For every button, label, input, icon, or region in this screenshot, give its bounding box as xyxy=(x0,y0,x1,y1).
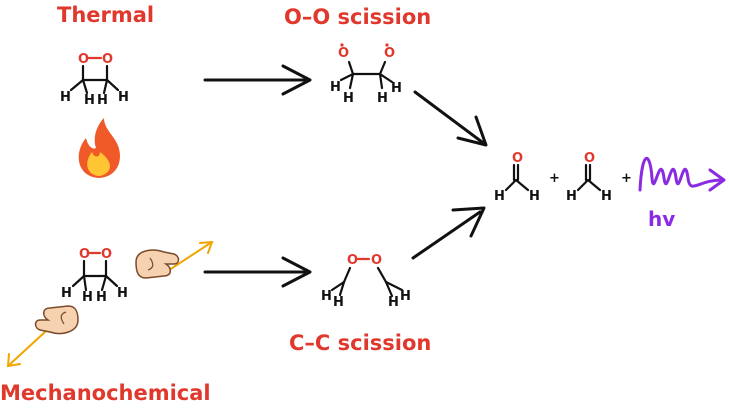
atom-h: H xyxy=(400,289,411,304)
plus-sign: + xyxy=(621,171,632,186)
radical-dot xyxy=(385,43,389,47)
flame-icon xyxy=(78,118,121,178)
atom-o: O xyxy=(338,46,349,61)
bond xyxy=(376,266,388,284)
bond xyxy=(378,60,387,76)
atom-o: O xyxy=(584,151,595,166)
atom-o: O xyxy=(371,253,382,268)
bond-c-h xyxy=(105,78,120,92)
photon-wave-icon xyxy=(638,156,726,192)
hv-label: hv xyxy=(648,207,675,231)
bond-c-h xyxy=(348,72,355,90)
atom-h: H xyxy=(330,80,341,95)
bond-c-h xyxy=(100,274,108,292)
bond-c-h xyxy=(104,274,119,288)
formaldehyde-2: O H H xyxy=(566,151,612,204)
atom-h: H xyxy=(566,189,577,204)
atom-o: O xyxy=(347,253,358,268)
atom-o: O xyxy=(101,247,112,262)
atom-h: H xyxy=(118,90,129,105)
dioxetane-thermal: O O H H H H xyxy=(60,52,129,108)
atom-o: O xyxy=(102,52,113,67)
bond-c-h xyxy=(338,280,346,297)
atom-h: H xyxy=(601,189,612,204)
bond-c-h xyxy=(586,178,602,192)
bond-c-h xyxy=(71,274,86,288)
plus-sign: + xyxy=(549,171,560,186)
cc-scission-label: C–C scission xyxy=(289,331,431,355)
atom-o: O xyxy=(78,52,89,67)
atom-h: H xyxy=(333,295,344,310)
atom-h: H xyxy=(388,295,399,310)
dioxetane-mechano: O O H H H H xyxy=(61,247,128,305)
thermal-label: Thermal xyxy=(57,3,154,27)
bond-c-h xyxy=(378,72,384,90)
bond-c-h xyxy=(504,178,518,192)
atom-h: H xyxy=(117,286,128,301)
formaldehyde-1: O H H xyxy=(494,151,540,204)
bond xyxy=(347,60,355,76)
atom-h: H xyxy=(494,189,505,204)
pulling-hand-icon xyxy=(135,249,180,279)
bond-c-h xyxy=(339,72,355,82)
atom-h: H xyxy=(321,289,332,304)
bond xyxy=(342,266,352,284)
atom-o: O xyxy=(79,247,90,262)
atom-o: O xyxy=(384,46,395,61)
arrow-to-diradical xyxy=(203,64,312,96)
bond-c-h xyxy=(330,280,346,292)
atom-h: H xyxy=(61,286,72,301)
oo-scission-label: O–O scission xyxy=(284,5,431,29)
atom-h: H xyxy=(377,91,388,106)
bond-c-h xyxy=(384,280,404,292)
bond-c-h xyxy=(576,178,590,192)
bond-c-h xyxy=(102,78,109,95)
atom-o: O xyxy=(512,151,523,166)
mechanochemical-label: Mechanochemical xyxy=(0,381,211,405)
bond-c-h xyxy=(514,178,530,192)
atom-h: H xyxy=(82,290,93,305)
bond-c-h xyxy=(378,72,394,84)
arrow-to-carbonyls xyxy=(203,256,312,288)
bond-c-h xyxy=(384,280,394,298)
atom-h: H xyxy=(529,189,540,204)
bond-c-h xyxy=(82,274,88,292)
arrow-carbonyls-to-products xyxy=(411,206,486,260)
atom-h: H xyxy=(84,93,95,108)
atom-h: H xyxy=(96,290,107,305)
atom-h: H xyxy=(391,81,402,96)
diradical-oo: O O H H H H xyxy=(330,43,402,106)
bond-c-h xyxy=(81,78,89,95)
atom-h: H xyxy=(97,93,108,108)
arrow-diradical-to-products xyxy=(413,90,488,147)
bond-c-h xyxy=(69,78,85,92)
atom-h: H xyxy=(60,90,71,105)
radical-dot xyxy=(340,43,344,47)
atom-h: H xyxy=(343,91,354,106)
cc-scission-intermediate: O O H H H H xyxy=(321,253,411,310)
pulling-hand-icon xyxy=(34,305,79,335)
